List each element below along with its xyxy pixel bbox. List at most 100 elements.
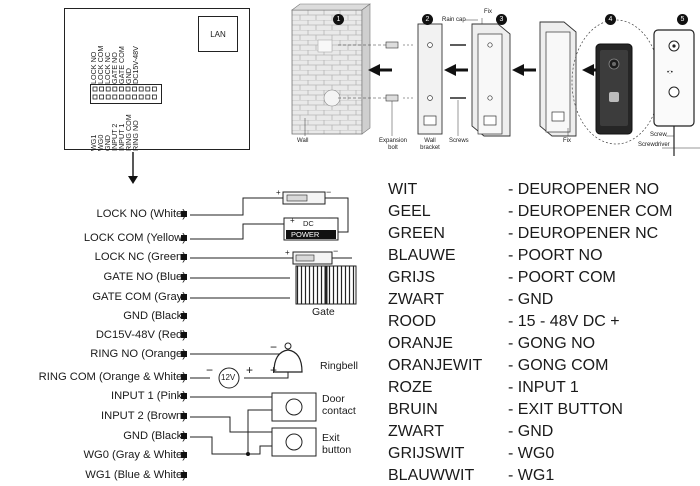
- step-badge: 1: [333, 14, 344, 25]
- step-badge: 4: [605, 14, 616, 25]
- wall-graphic: [291, 3, 398, 136]
- color-code-function: - GND: [508, 291, 554, 308]
- color-code-color: ROOD: [388, 313, 436, 330]
- color-code-color: GRIJSWIT: [388, 445, 465, 462]
- wire-terminal-marker: [181, 211, 187, 217]
- wire-terminal-marker: [181, 351, 187, 357]
- wire-terminal-marker: [181, 413, 187, 419]
- terminal-pin: [119, 94, 124, 100]
- step-badge: 3: [496, 14, 507, 25]
- wire-terminal-marker: [181, 472, 187, 478]
- color-code-function: - DEUROPENER COM: [508, 203, 673, 220]
- wire-terminal-marker: [181, 332, 187, 338]
- color-code-color: ROZE: [388, 379, 433, 396]
- power-label: POWER: [291, 230, 320, 239]
- label-wall: Wall: [297, 138, 309, 144]
- color-code-function: - INPUT 1: [508, 379, 579, 396]
- color-code-function: - GND: [508, 423, 554, 440]
- color-code-function: - EXIT BUTTON: [508, 401, 623, 418]
- step-badge: 2: [422, 14, 433, 25]
- terminal-pins: [92, 86, 157, 100]
- label-fix-bottom: Fix: [563, 138, 571, 144]
- color-code-color: WIT: [388, 181, 418, 198]
- color-code-function: - DEUROPENER NO: [508, 181, 660, 198]
- color-code-function: - WG1: [508, 467, 555, 484]
- plus-sign: +: [276, 188, 281, 197]
- terminal-pin: [145, 86, 151, 92]
- color-code-color: BLAUWWIT: [388, 467, 475, 484]
- label-wall-bracket: Wall bracket: [420, 138, 440, 151]
- wire-label: GND (Black): [123, 430, 186, 442]
- wire-label: INPUT 2 (Brown): [101, 410, 186, 422]
- color-code-color: GREEN: [388, 225, 445, 242]
- schematic-lines: [190, 197, 352, 455]
- dc-label: DC: [303, 219, 314, 228]
- color-code-color: BRUIN: [388, 401, 438, 418]
- terminal-pin: [132, 94, 138, 100]
- wire-label: LOCK NO (White): [96, 208, 186, 220]
- wire-label: GATE NO (Blue): [103, 271, 186, 283]
- terminal-pin: [132, 86, 138, 92]
- color-code-color: GEEL: [388, 203, 431, 220]
- wire-label: DC15V-48V (Red): [95, 329, 186, 341]
- wire-label: RING NO (Orange): [90, 348, 186, 360]
- terminal-pin: [99, 94, 104, 100]
- terminal-pin: [112, 86, 118, 92]
- plus-sign: +: [290, 216, 295, 225]
- terminal-pin: [151, 94, 157, 100]
- terminal-pin: [92, 94, 98, 100]
- step-badge: 5: [677, 14, 688, 25]
- terminal-pin: [105, 86, 111, 92]
- color-code-color: BLAUWE: [388, 247, 456, 264]
- minus-sign: −: [326, 187, 332, 197]
- color-code-function: - GONG NO: [508, 335, 596, 352]
- label-fix-top: Fix: [484, 9, 492, 15]
- wire-terminal-marker: [181, 274, 187, 280]
- terminal-pin: [92, 86, 98, 92]
- door-contact-label: Door contact: [322, 393, 356, 417]
- color-code-color: ORANJE: [388, 335, 453, 352]
- wire-label: INPUT 1 (Pink): [110, 390, 186, 402]
- gate-label: Gate: [312, 306, 335, 318]
- label-rain-cap: Rain cap: [442, 17, 466, 23]
- color-code-color: ZWART: [388, 423, 444, 440]
- label-screwdriver: Screwdriver: [638, 142, 670, 148]
- terminal-pin: [145, 94, 151, 100]
- minus-sign: −: [270, 340, 278, 354]
- terminal-pin: [138, 86, 144, 92]
- color-code-color: GRIJS: [388, 269, 436, 286]
- wire-terminal-marker: [181, 235, 187, 241]
- wire-label: LOCK NC (Green): [94, 251, 186, 263]
- minus-sign: −: [328, 213, 334, 223]
- terminal-pin: [125, 94, 131, 100]
- label-screw: Screw: [650, 132, 667, 138]
- wire-terminal-marker: [181, 433, 187, 439]
- terminal-pin: [99, 86, 104, 92]
- svg-text:•:•: •:•: [667, 70, 673, 76]
- label-screws: Screws: [449, 138, 469, 144]
- wire-label: RING COM (Orange & White): [38, 371, 186, 383]
- ringbell-label: Ringbell: [320, 360, 358, 372]
- color-code-color: ZWART: [388, 291, 444, 308]
- color-code-function: - WG0: [508, 445, 555, 462]
- terminal-pin: [125, 86, 131, 92]
- terminal-pin: [119, 86, 124, 92]
- rain-cap-graphic: [465, 18, 511, 137]
- 12v-label: 12V: [221, 373, 236, 382]
- wire-label: WG0 (Gray & White): [83, 449, 186, 461]
- wire-terminal-marker: [181, 393, 187, 399]
- exit-button-label: Exit button: [322, 432, 352, 456]
- label-expansion-bolt: Expansion bolt: [378, 138, 408, 151]
- terminal-pin: [151, 86, 157, 92]
- panel-front-graphic: •:•: [653, 29, 700, 156]
- plus-sign: +: [246, 363, 254, 377]
- wire-terminal-marker: [181, 313, 187, 319]
- wire-terminal-marker: [181, 374, 187, 380]
- intercom-panel-graphic: [539, 19, 661, 145]
- wire-label: WG1 (Blue & White): [85, 469, 186, 481]
- color-code-color: ORANJEWIT: [388, 357, 483, 374]
- terminal-block: [90, 84, 162, 104]
- wire-terminal-marker: [181, 452, 187, 458]
- terminal-pin: [112, 94, 118, 100]
